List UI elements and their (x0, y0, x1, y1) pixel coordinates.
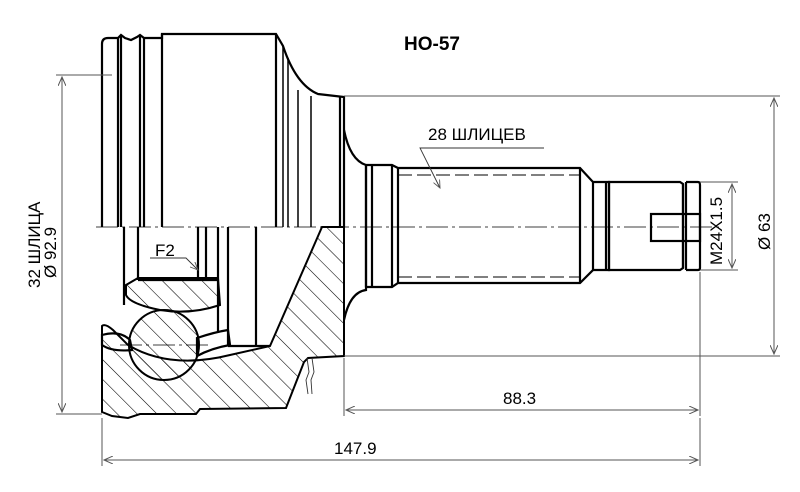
outer-spline-label: 28 ШЛИЦЕВ (428, 125, 526, 144)
overall-length-dimension: 147.9 (101, 418, 701, 466)
stem-length-label: 88.3 (503, 389, 536, 408)
spline-count-leader: 28 ШЛИЦЕВ (419, 125, 544, 188)
seal-diameter-label: Ø 63 (755, 213, 774, 250)
f2-label: F2 (155, 241, 175, 260)
thread-dimension: M24X1.5 (700, 181, 738, 271)
seal-diameter-dimension: Ø 63 (344, 95, 780, 357)
housing-cross-section (100, 226, 345, 420)
overall-length-label: 147.9 (334, 439, 377, 458)
f2-callout: F2 (150, 241, 198, 270)
splined-stem (342, 129, 595, 321)
inner-spline-label: 32 ШЛИЦА (25, 201, 44, 288)
thread-label: M24X1.5 (707, 197, 726, 265)
inner-diameter-label: Ø 92.9 (41, 227, 60, 278)
threaded-end (593, 180, 702, 272)
stem-length-dimension: 88.3 (343, 272, 701, 416)
inner-diameter-dimension: 32 ШЛИЦА Ø 92.9 (25, 74, 112, 415)
housing-outline (100, 32, 346, 227)
part-number-title: HO-57 (404, 34, 460, 55)
